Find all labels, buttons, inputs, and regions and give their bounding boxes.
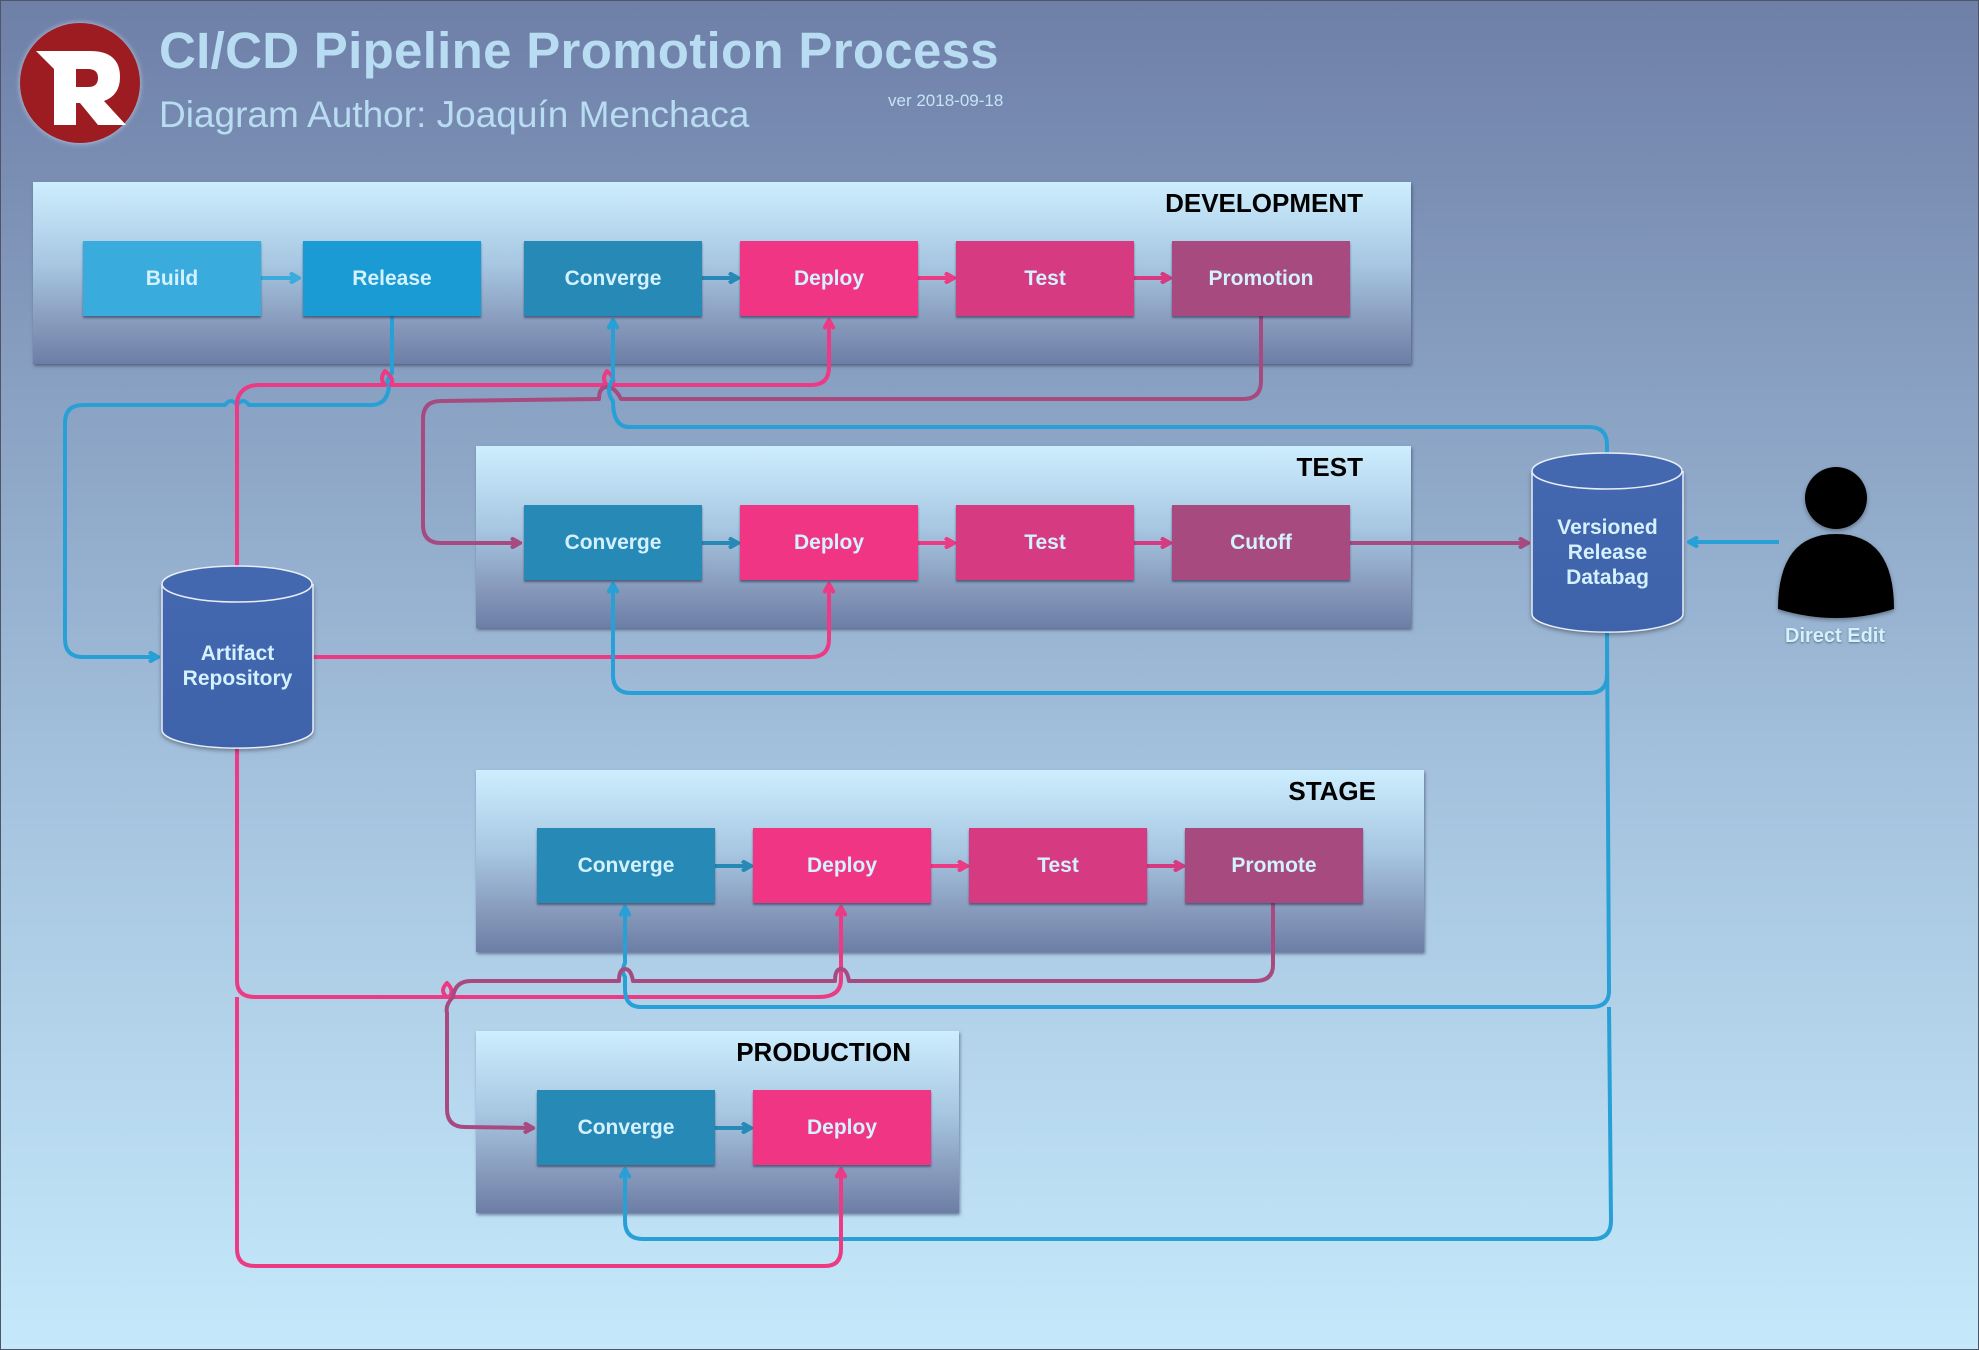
person-icon: [1778, 467, 1894, 618]
test-step-deploy[interactable]: Deploy: [740, 505, 918, 580]
stage-step-test[interactable]: Test: [969, 828, 1147, 903]
wire-databag-to-stage-converge: [623, 631, 1611, 1009]
lane-label-production: PRODUCTION: [736, 1037, 911, 1067]
artifact-repository-line1: Artifact: [200, 642, 275, 665]
artifact-repository-label[interactable]: Artifact Repository: [162, 641, 313, 691]
wire-artifact-to-dev-deploy: [235, 320, 829, 566]
artifact-repository-line2: Repository: [182, 667, 293, 690]
wire-artifact-to-test-deploy: [313, 584, 829, 659]
page-title: CI/CD Pipeline Promotion Process: [159, 22, 999, 79]
dev-step-test[interactable]: Test: [956, 241, 1134, 316]
wire-artifact-to-prod-deploy: [235, 997, 841, 1268]
databag-line1: Versioned: [1557, 516, 1658, 539]
test-step-converge[interactable]: Converge: [524, 505, 702, 580]
dev-step-build[interactable]: Build: [83, 241, 261, 316]
test-step-test[interactable]: Test: [956, 505, 1134, 580]
logo-r-icon: [36, 51, 126, 125]
stage-step-converge[interactable]: Converge: [537, 828, 715, 903]
databag-icon: [1531, 452, 1684, 633]
databag-line2: Release: [1567, 541, 1648, 564]
lane-label-stage: STAGE: [1288, 776, 1376, 806]
diagram-author: Diagram Author: Joaquín Menchaca: [159, 94, 750, 135]
test-step-cutoff[interactable]: Cutoff: [1172, 505, 1350, 580]
dev-step-converge[interactable]: Converge: [524, 241, 702, 316]
wire-databag-to-prod-converge: [625, 1006, 1613, 1241]
dev-step-release[interactable]: Release: [303, 241, 481, 316]
dev-step-deploy[interactable]: Deploy: [740, 241, 918, 316]
lane-label-development: DEVELOPMENT: [1165, 188, 1363, 218]
wire-databag-to-dev-converge: [609, 320, 1609, 453]
version-label: ver 2018-09-18: [888, 91, 1004, 110]
wire-artifact-to-stage-deploy: [235, 748, 841, 999]
logo: [20, 23, 140, 143]
artifact-repository-icon: [161, 565, 314, 749]
dev-step-promotion[interactable]: Promotion: [1172, 241, 1350, 316]
stage-step-promote[interactable]: Promote: [1185, 828, 1363, 903]
databag-line3: Databag: [1566, 566, 1649, 589]
direct-edit-label: Direct Edit: [1785, 625, 1886, 647]
prod-step-deploy[interactable]: Deploy: [753, 1090, 931, 1165]
wire-promotion-to-test-converge: [421, 316, 1263, 543]
databag-label[interactable]: Versioned Release Databag: [1532, 515, 1683, 590]
lane-label-test: TEST: [1296, 452, 1363, 482]
stage-step-deploy[interactable]: Deploy: [753, 828, 931, 903]
wire-promote-to-prod-converge: [444, 903, 1275, 1128]
prod-step-converge[interactable]: Converge: [537, 1090, 715, 1165]
wire-databag-to-test-converge: [613, 584, 1609, 695]
